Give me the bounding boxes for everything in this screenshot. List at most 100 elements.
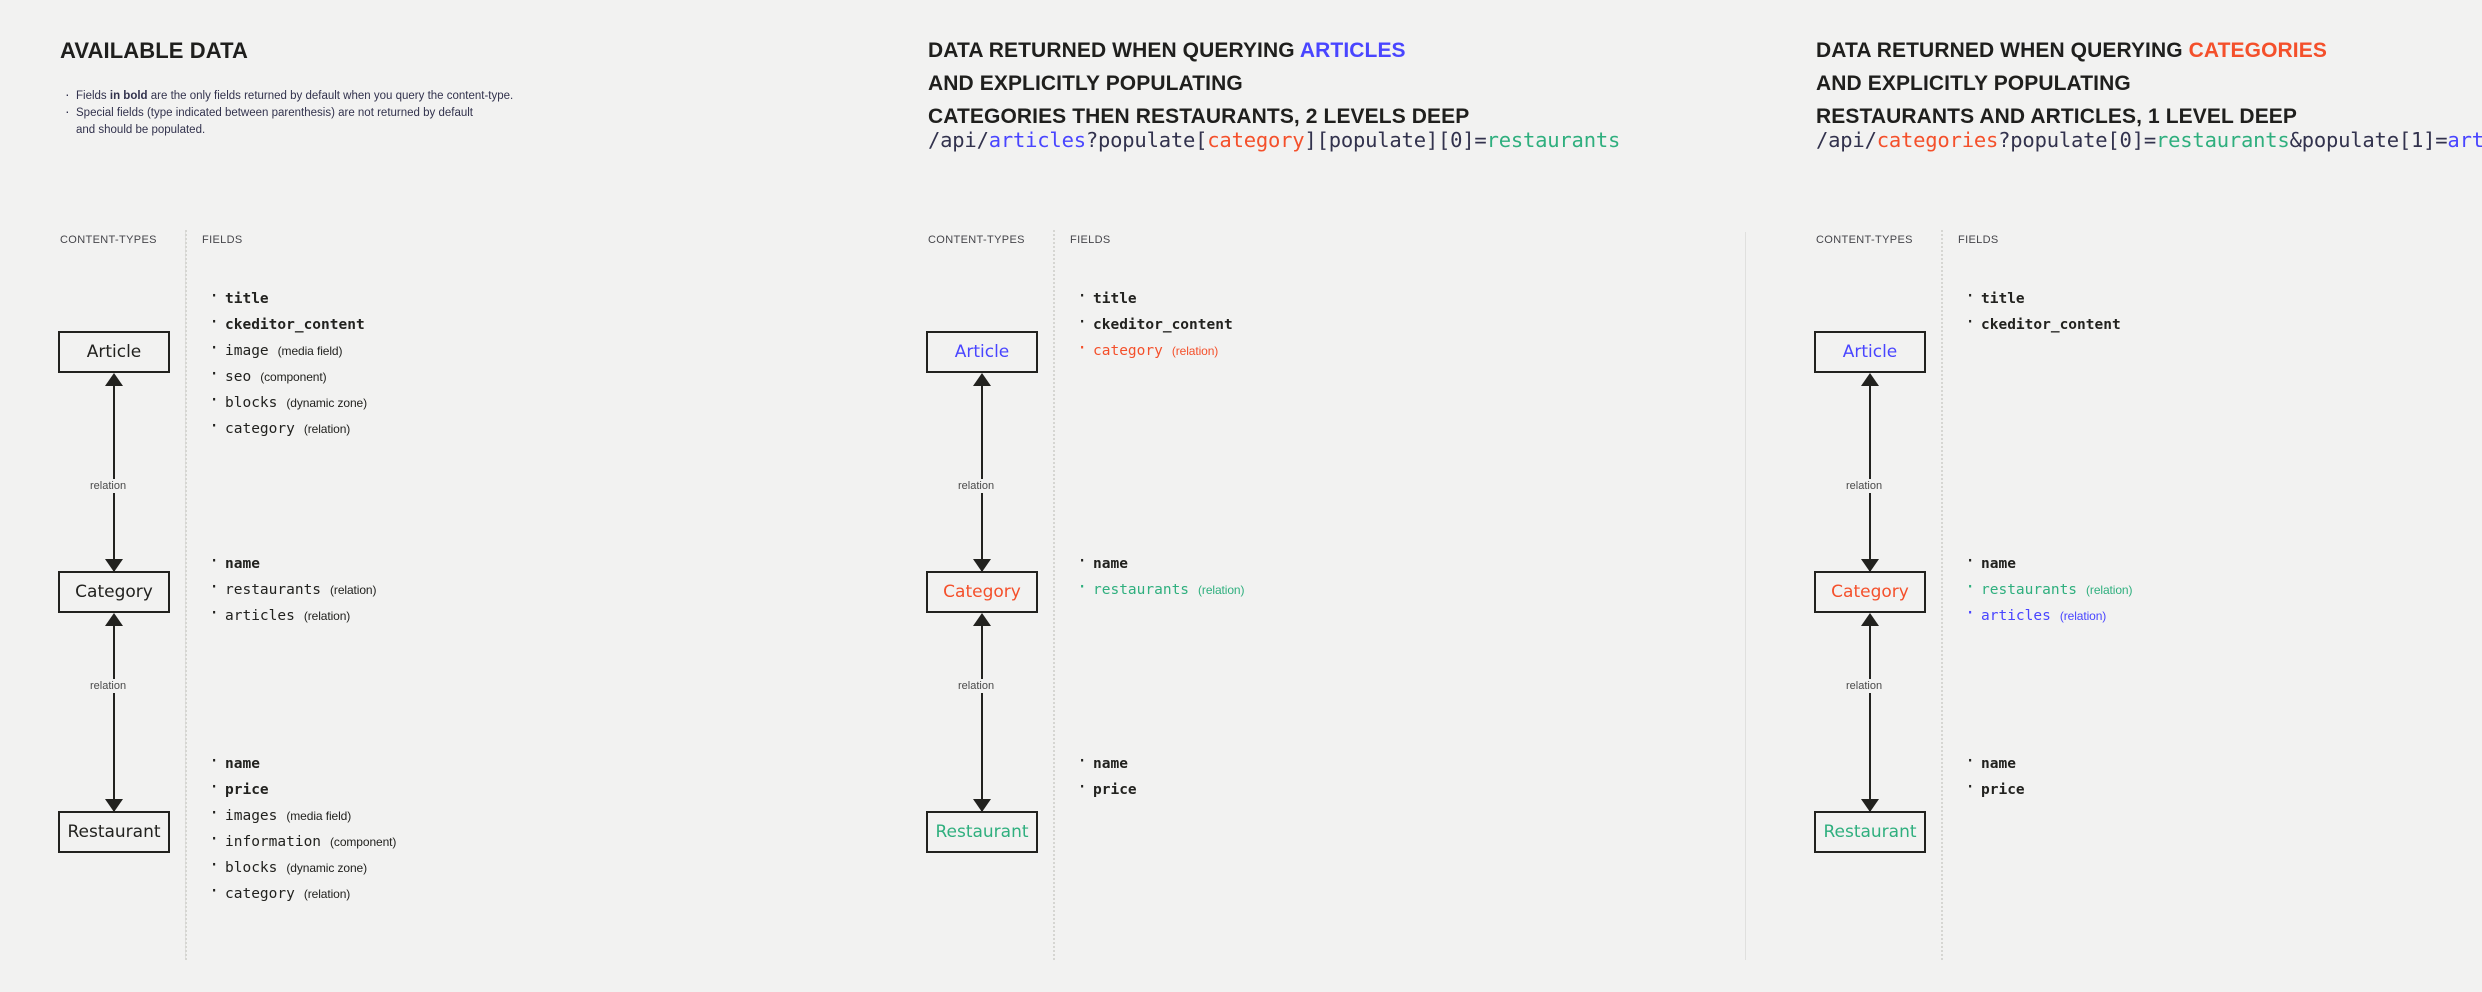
node-article[interactable]: Article bbox=[1814, 331, 1926, 373]
node-category[interactable]: Category bbox=[926, 571, 1038, 613]
field-row: name bbox=[1961, 548, 2132, 577]
note-text-2: Special fields (type indicated between p… bbox=[76, 107, 473, 136]
fields-article: title ckeditor_content bbox=[1961, 283, 2121, 338]
api-url-segment: ?populate[0]= bbox=[1998, 128, 2156, 152]
field-type: (relation) bbox=[2086, 583, 2133, 597]
field-row: restaurants (relation) bbox=[1961, 574, 2133, 603]
column-dotted-divider bbox=[185, 230, 187, 960]
api-url-segment: restaurants bbox=[2156, 128, 2290, 152]
fields-restaurant: nameprice bbox=[1073, 748, 1137, 803]
fields-restaurant: namepriceimages(media field)information(… bbox=[205, 748, 397, 907]
panel-1-heading: AVAILABLE DATA bbox=[60, 34, 248, 67]
relation-label: relation bbox=[1841, 479, 1888, 493]
node-label: Category bbox=[943, 582, 1021, 602]
caption-content-types: CONTENT-TYPES bbox=[60, 234, 157, 246]
field-name: blocks bbox=[225, 395, 278, 411]
field-name: name bbox=[225, 556, 260, 572]
node-label: Article bbox=[954, 342, 1010, 362]
field-row: image (media field) bbox=[205, 335, 367, 364]
node-restaurant[interactable]: Restaurant bbox=[1814, 811, 1926, 853]
node-restaurant[interactable]: Restaurant bbox=[926, 811, 1038, 853]
api-url-segment: ][populate][0]= bbox=[1304, 128, 1487, 152]
field-type: (relation) bbox=[1198, 583, 1245, 597]
api-url-segment: articles bbox=[2447, 128, 2482, 152]
fields-article: titleckeditor_contentimage(media field)s… bbox=[205, 283, 368, 442]
relation-label: relation bbox=[1841, 679, 1888, 693]
field-type: (media field) bbox=[277, 344, 343, 358]
arrow-head-up-icon bbox=[973, 373, 991, 386]
field-name: articles bbox=[225, 608, 295, 624]
field-name: image bbox=[225, 343, 269, 359]
field-row: title bbox=[1961, 283, 2121, 312]
field-row: name bbox=[1073, 548, 1244, 577]
heading-segment: CATEGORIES bbox=[2188, 39, 2327, 62]
field-row: articles (relation) bbox=[1961, 600, 2132, 629]
field-row: name bbox=[205, 748, 396, 777]
field-row: name bbox=[1073, 748, 1137, 777]
field-name: articles bbox=[1981, 608, 2051, 624]
arrow-head-down-icon bbox=[973, 559, 991, 572]
heading-segment: DATA RETURNED WHEN QUERYING bbox=[928, 39, 1300, 62]
arrow-head-up-icon bbox=[105, 613, 123, 626]
field-row: category(relation) bbox=[205, 878, 396, 907]
relation-label: relation bbox=[85, 479, 132, 493]
field-row: category(relation) bbox=[1073, 335, 1233, 364]
field-type: (relation) bbox=[2059, 609, 2107, 623]
field-name: name bbox=[1981, 556, 2016, 572]
fields-category: namerestaurants(relation)articles(relati… bbox=[205, 548, 376, 629]
field-row: blocks (dynamic zone) bbox=[205, 387, 368, 416]
panel-1-notes: Fields in bold are the only fields retur… bbox=[62, 86, 514, 139]
node-category[interactable]: Category bbox=[58, 571, 170, 613]
node-label: Restaurant bbox=[1823, 822, 1917, 842]
field-name: name bbox=[225, 756, 260, 772]
node-category[interactable]: Category bbox=[1814, 571, 1926, 613]
api-url-segment: category bbox=[1207, 128, 1305, 152]
api-url-segment: ?populate[ bbox=[1085, 128, 1208, 152]
field-type: (dynamic zone) bbox=[286, 396, 368, 410]
fields-restaurant: name price bbox=[1961, 748, 2025, 803]
field-name: restaurants bbox=[1981, 582, 2078, 598]
field-row: ckeditor_content bbox=[1961, 309, 2121, 338]
field-name: title bbox=[225, 291, 269, 307]
heading-segment: CATEGORIES THEN RESTAURANTS, 2 LEVELS DE… bbox=[928, 105, 1470, 128]
node-article[interactable]: Article bbox=[926, 331, 1038, 373]
api-url-segment: &populate[1]= bbox=[2289, 128, 2448, 152]
field-row: name bbox=[1961, 748, 2025, 777]
node-article[interactable]: Article bbox=[58, 331, 170, 373]
panel-available-data: AVAILABLE DATA Fields in bold are the on… bbox=[0, 0, 858, 992]
note-text-1: Fields in bold are the only fields retur… bbox=[76, 90, 514, 102]
relation-line-category-restaurant bbox=[113, 626, 115, 812]
arrow-head-down-icon bbox=[105, 799, 123, 812]
field-name: price bbox=[1981, 782, 2025, 798]
caption-fields: FIELDS bbox=[1070, 234, 1111, 246]
field-row: category(relation) bbox=[205, 413, 367, 442]
field-row: price bbox=[205, 774, 396, 803]
field-row: articles(relation) bbox=[205, 600, 376, 629]
field-row: ckeditor_content bbox=[205, 309, 367, 338]
field-name: name bbox=[1093, 756, 1128, 772]
arrow-head-up-icon bbox=[973, 613, 991, 626]
node-label: Article bbox=[1842, 342, 1898, 362]
panel-divider-2 bbox=[1745, 232, 1746, 960]
relation-label: relation bbox=[953, 479, 1000, 493]
heading-segment: RESTAURANTS AND ARTICLES, 1 LEVEL DEEP bbox=[1816, 105, 2298, 128]
fields-article: titleckeditor_contentcategory(relation) bbox=[1073, 283, 1233, 364]
field-name: title bbox=[1981, 291, 2025, 307]
field-type: (media field) bbox=[286, 809, 352, 823]
field-row: title bbox=[205, 283, 367, 312]
relation-line-category-restaurant bbox=[1869, 626, 1871, 812]
api-url-segment: articles bbox=[988, 128, 1086, 152]
panel-2-api-url[interactable]: /api/articles?populate[category][populat… bbox=[928, 128, 1620, 152]
arrow-head-down-icon bbox=[105, 559, 123, 572]
field-type: (component) bbox=[330, 835, 397, 849]
arrow-head-down-icon bbox=[1861, 799, 1879, 812]
heading-segment: AND EXPLICITLY POPULATING bbox=[928, 72, 1243, 95]
panel-3-api-url[interactable]: /api/categories?populate[0]=restaurants&… bbox=[1816, 128, 2482, 152]
api-url-segment: /api/ bbox=[928, 128, 989, 152]
node-label: Category bbox=[1831, 582, 1909, 602]
field-name: category bbox=[1093, 343, 1163, 359]
node-restaurant[interactable]: Restaurant bbox=[58, 811, 170, 853]
